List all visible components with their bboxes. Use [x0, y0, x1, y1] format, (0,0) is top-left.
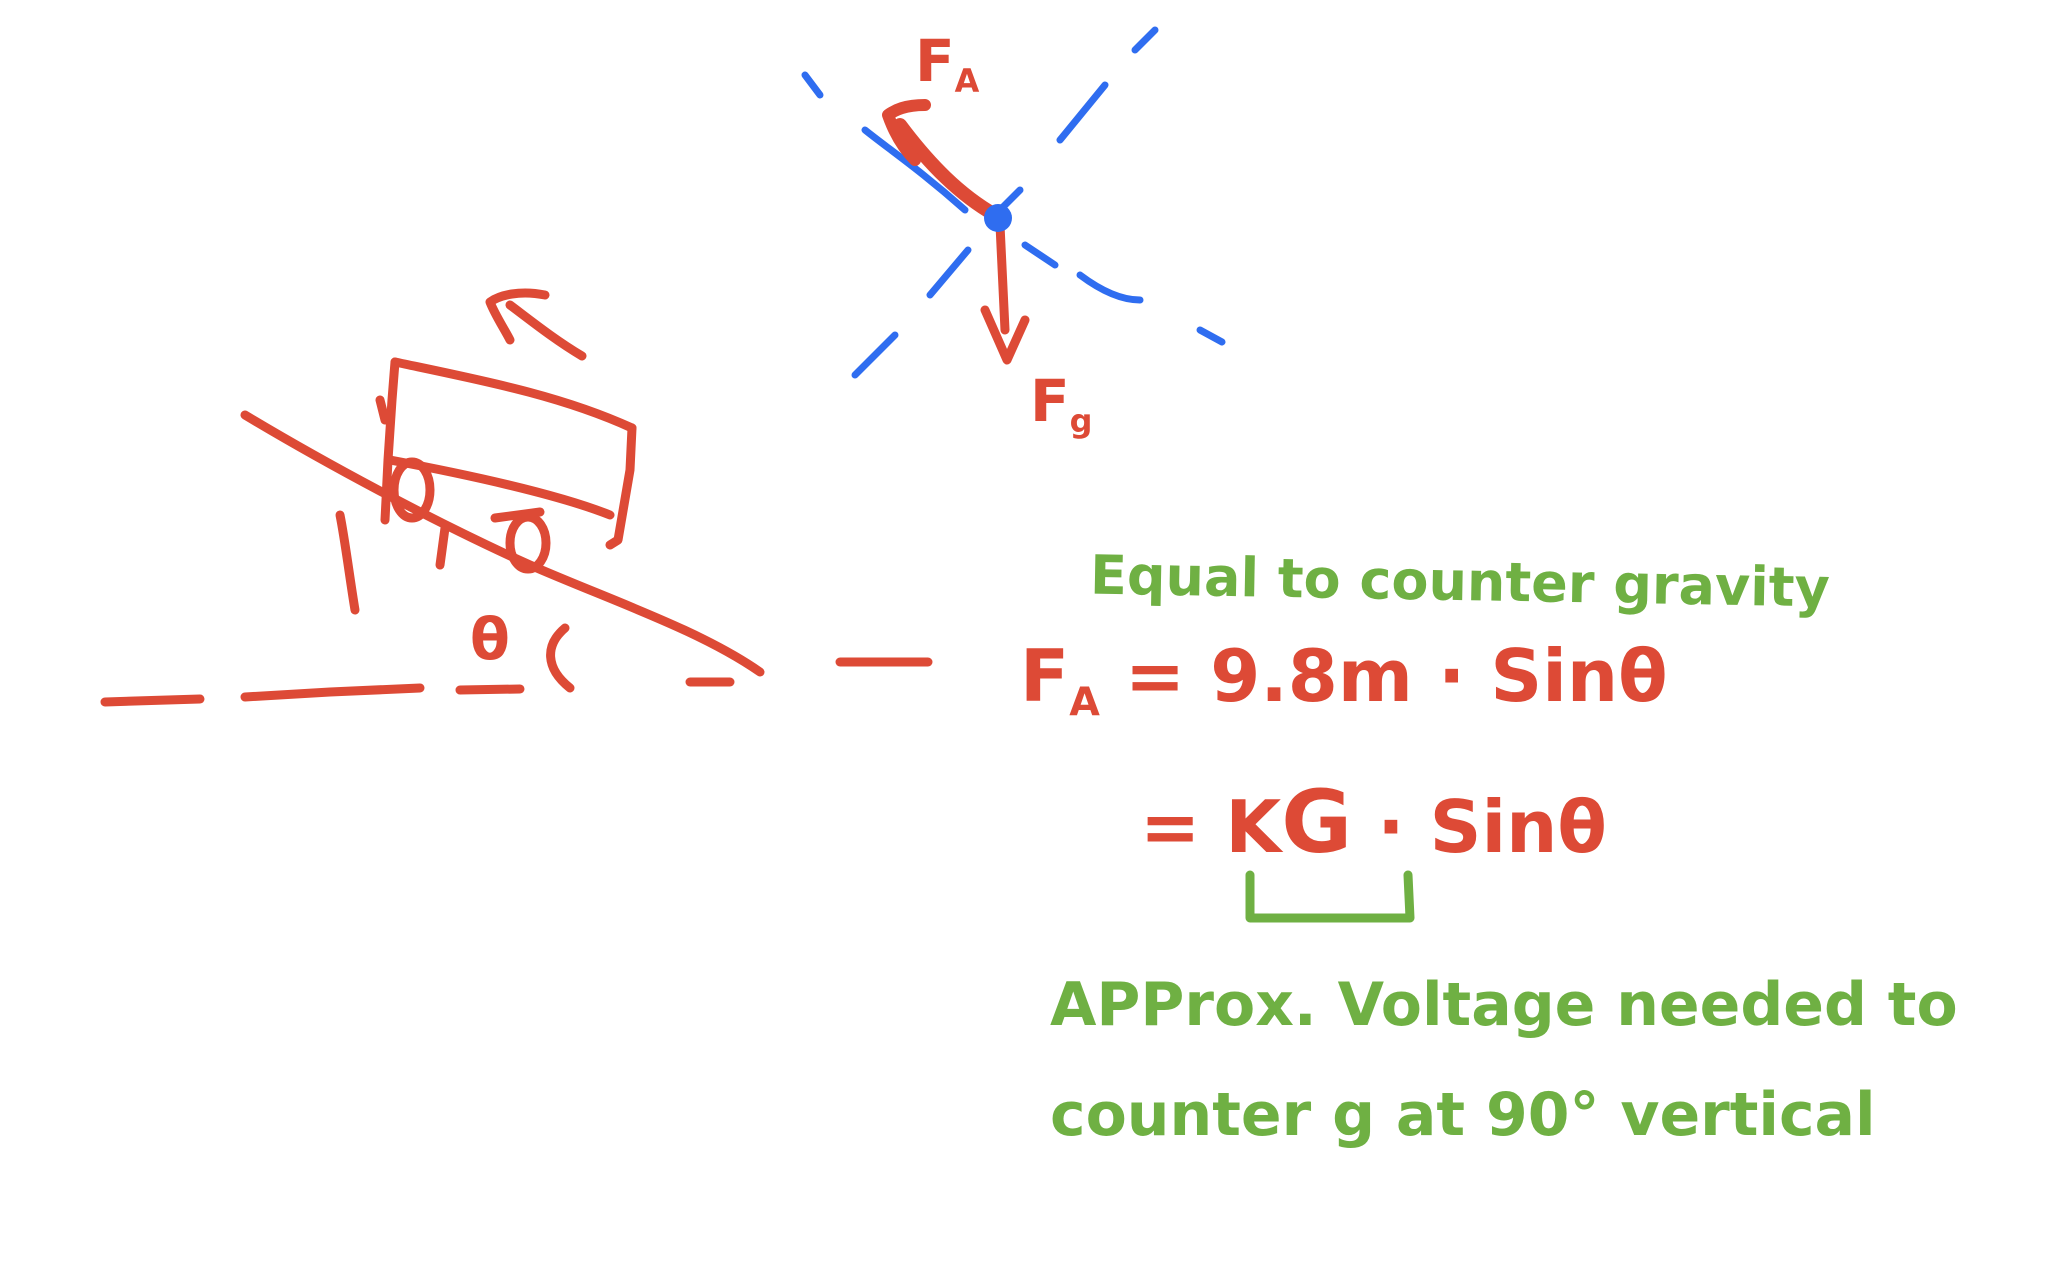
- approx-note-line-2: counter g at 90° vertical: [1050, 1080, 1876, 1150]
- mid-tick: [435, 523, 450, 570]
- cart: [375, 357, 637, 574]
- equation-line-1: FA = 9.8m · Sinθ: [1020, 634, 1668, 725]
- point-mass: [984, 204, 1012, 232]
- fbd-axes: [801, 26, 1226, 379]
- approx-note-line-1: APProx. Voltage needed to: [1050, 970, 1958, 1040]
- motion-arrow: [485, 288, 587, 361]
- angle-arc: [546, 623, 575, 693]
- applied-force-label: FA: [915, 27, 980, 101]
- applied-force-arrow: [882, 99, 1002, 222]
- gravity-force-arrow: [980, 220, 1030, 365]
- kg-bracket: [1245, 870, 1415, 923]
- left-tick: [335, 510, 360, 615]
- horizontal-reference-line: [100, 657, 933, 707]
- gravity-force-label: Fg: [1030, 367, 1093, 441]
- equal-note: Equal to counter gravity: [1089, 543, 1831, 620]
- equation-line-2: = KG · Sinθ: [1140, 773, 1607, 873]
- angle-label: θ: [470, 605, 510, 673]
